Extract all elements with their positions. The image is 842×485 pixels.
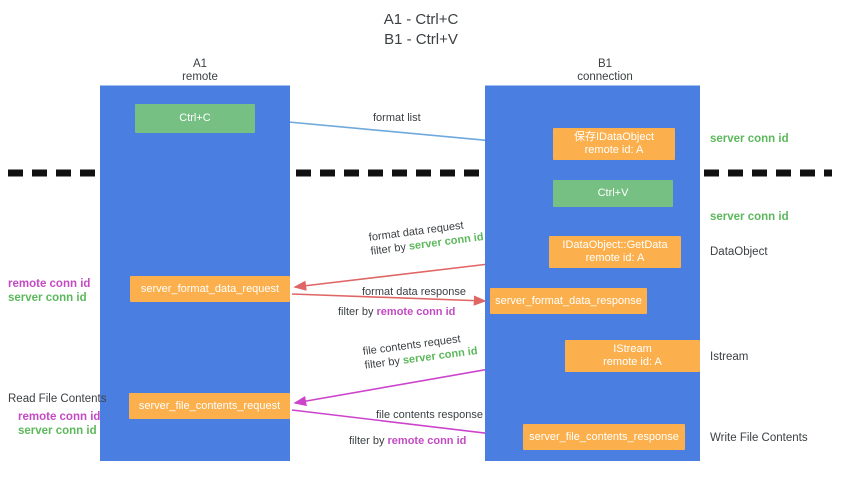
column-header-b1: B1 connection [545, 58, 665, 84]
node-idataobject-getdata-sub: remote id: A [585, 252, 645, 264]
edge-format-data-response [291, 293, 487, 306]
node-server-file-contents-response-label: server_file_contents_response [529, 430, 679, 443]
node-idataobject-getdata[interactable]: IDataObject::GetData remote id: A [549, 236, 681, 268]
edge-label-file-contents-response-filter: filter by remote conn id [349, 434, 466, 448]
node-server-format-data-response-label: server_format_data_response [495, 294, 642, 307]
annotation-left-remote-conn-id-1: remote conn id [8, 278, 91, 290]
annotation-right-write-file-contents: Write File Contents [710, 432, 808, 444]
node-save-idataobject[interactable]: 保存IDataObject remote id: A [553, 128, 675, 160]
annotation-right-server-conn-id-1: server conn id [710, 133, 789, 145]
node-ctrl-v-label: Ctrl+V [597, 187, 629, 199]
node-ctrl-c[interactable]: Ctrl+C [135, 104, 255, 133]
title-line-2: B1 - Ctrl+V [384, 31, 458, 48]
column-header-a1-role: remote [182, 71, 218, 83]
node-save-idataobject-sub: remote id: A [584, 144, 644, 156]
node-ctrl-v[interactable]: Ctrl+V [553, 180, 673, 207]
column-header-a1-name: A1 [192, 58, 208, 70]
node-server-file-contents-request[interactable]: server_file_contents_request [129, 393, 290, 419]
node-ctrl-c-label: Ctrl+C [179, 112, 211, 124]
edge-label-format-list: format list [373, 111, 421, 125]
annotation-left-read-file-contents: Read File Contents [8, 393, 107, 405]
column-header-a1: A1 remote [140, 58, 260, 84]
column-header-b1-name: B1 [597, 58, 613, 70]
edge-label-format-list-text: format list [373, 112, 421, 124]
filter-prefix: filter by [338, 306, 377, 318]
node-server-format-data-request-label: server_format_data_request [140, 282, 280, 295]
annotation-right-dataobject: DataObject [710, 246, 768, 258]
node-istream[interactable]: IStream remote id: A [565, 340, 700, 372]
edge-label-format-data-response: format data response [362, 285, 466, 299]
annotation-left-conn-id-group-1: remote conn id server conn id [8, 277, 90, 305]
annotation-right-istream: Istream [710, 351, 749, 363]
edge-label-file-contents-response-text: file contents response [376, 409, 484, 421]
annotation-right-server-conn-id-2: server conn id [710, 211, 789, 223]
node-server-file-contents-response[interactable]: server_file_contents_response [523, 424, 685, 450]
edge-label-format-data-response-filter: filter by remote conn id [338, 305, 455, 319]
edge-label-format-data-response-text: format data response [362, 286, 466, 298]
column-header-b1-role: connection [577, 71, 633, 83]
edge-file-contents-response [291, 409, 520, 441]
node-istream-sub: remote id: A [603, 356, 662, 368]
filter-key-remote-conn-id: remote conn id [387, 435, 467, 447]
diagram-title: A1 - Ctrl+C B1 - Ctrl+V [0, 10, 842, 50]
node-save-idataobject-label: 保存IDataObject [573, 131, 655, 143]
node-server-format-data-request[interactable]: server_format_data_request [130, 276, 290, 302]
node-istream-label: IStream [613, 343, 652, 355]
annotation-left-server-conn-id-1: server conn id [8, 292, 87, 304]
filter-key-remote-conn-id: remote conn id [376, 306, 456, 318]
node-server-file-contents-request-label: server_file_contents_request [138, 399, 281, 412]
node-idataobject-getdata-label: IDataObject::GetData [562, 239, 668, 251]
edge-label-file-contents-response: file contents response [376, 408, 483, 422]
title-line-1: A1 - Ctrl+C [383, 11, 459, 28]
node-server-format-data-response[interactable]: server_format_data_response [490, 288, 647, 314]
annotation-left-server-conn-id-2: server conn id [18, 425, 97, 437]
annotation-left-remote-conn-id-2: remote conn id [18, 411, 101, 423]
annotation-left-conn-id-group-2: remote conn id server conn id [18, 410, 100, 438]
filter-prefix: filter by [349, 435, 388, 447]
